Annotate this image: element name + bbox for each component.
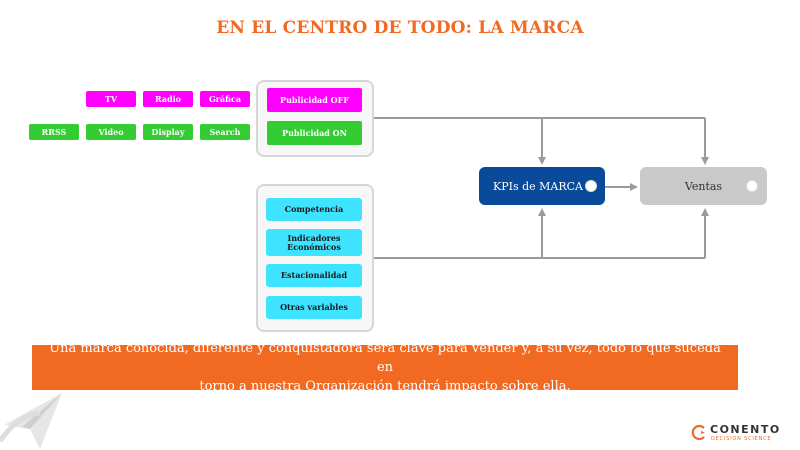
channel-radio: Radio bbox=[143, 91, 193, 107]
channel-display: Display bbox=[143, 124, 193, 140]
factor-otras-variables: Otras variables bbox=[266, 296, 362, 319]
channel-search: Search bbox=[200, 124, 250, 140]
conento-logo-mark-icon bbox=[691, 424, 705, 441]
channel-tv: TV bbox=[86, 91, 136, 107]
ventas-dot-icon bbox=[746, 180, 758, 192]
factor-indicadores-line1: Indicadores bbox=[287, 232, 341, 243]
factor-indicadores-line2: Económicos bbox=[287, 241, 341, 252]
publicidad-off: Publicidad OFF bbox=[267, 88, 362, 112]
kpis-dot-icon bbox=[585, 180, 597, 192]
conento-logo: CONENTO DECISION SCIENCE bbox=[690, 423, 795, 445]
factor-competencia: Competencia bbox=[266, 198, 362, 221]
logo-tagline: DECISION SCIENCE bbox=[711, 436, 772, 442]
ventas-label: Ventas bbox=[684, 179, 723, 193]
factor-indicadores-economicos: Indicadores Económicos bbox=[266, 229, 362, 256]
kpis-label: KPIs de MARCA bbox=[493, 179, 584, 193]
channel-grafica: Gráfica bbox=[200, 91, 250, 107]
banner-line2: torno a nuestra Organización tendrá impa… bbox=[199, 379, 571, 394]
channel-rrss: RRSS bbox=[29, 124, 79, 140]
logo-name: CONENTO bbox=[710, 423, 781, 436]
publicidad-on: Publicidad ON bbox=[267, 121, 362, 145]
message-banner: Una marca conocida, diferente y conquist… bbox=[32, 341, 738, 394]
ventas-node: Ventas bbox=[640, 167, 767, 205]
kpis-de-marca-node: KPIs de MARCA bbox=[479, 167, 605, 205]
page-title: EN EL CENTRO DE TODO: LA MARCA bbox=[216, 18, 584, 38]
paper-plane-icon bbox=[0, 393, 62, 449]
banner-line1: Una marca conocida, diferente y conquist… bbox=[49, 341, 721, 375]
channel-video: Video bbox=[86, 124, 136, 140]
factor-estacionalidad: Estacionalidad bbox=[266, 264, 362, 287]
